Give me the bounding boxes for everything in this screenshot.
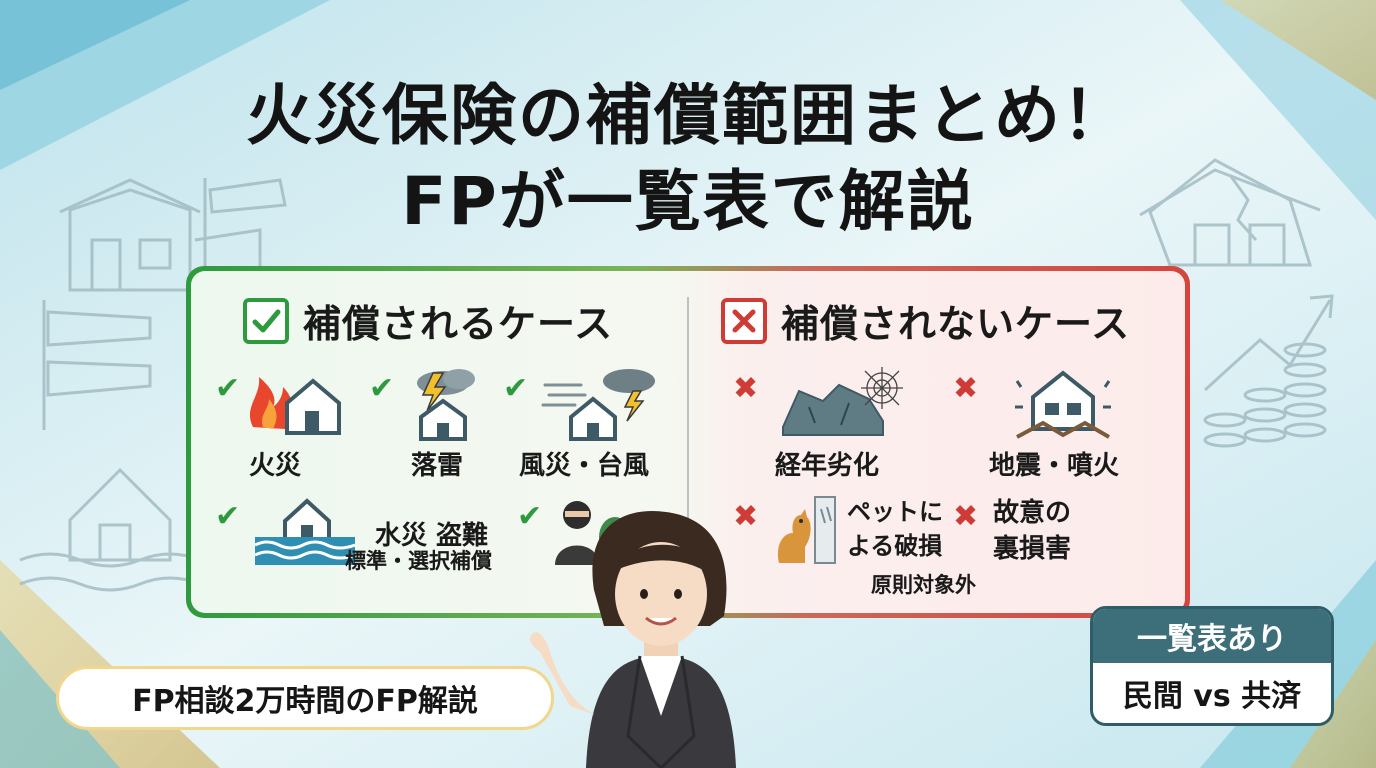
flood-house-icon bbox=[255, 498, 355, 565]
column-divider bbox=[687, 297, 689, 567]
not-covered-item-label: ペットに よる破損 bbox=[847, 498, 943, 560]
covered-heading-label: 補償されるケース bbox=[303, 302, 614, 346]
covered-footer: 標準・選択補償 bbox=[345, 549, 492, 573]
covered-item-fire: ✔ 火災 bbox=[215, 367, 355, 481]
covered-heading: 補償されるケース bbox=[243, 293, 613, 348]
not-covered-footer: 原則対象外 bbox=[871, 573, 976, 597]
page-title-line1: 火災保険の補償範囲まとめ！ bbox=[246, 77, 1130, 154]
check-icon: ✔ bbox=[503, 371, 529, 406]
badge-body: 民間 vs 共済 bbox=[1122, 679, 1302, 714]
covered-item-label: 水災 盗難 bbox=[375, 521, 489, 551]
check-icon: ✔ bbox=[517, 499, 543, 534]
covered-item-label: 火災 bbox=[249, 451, 302, 481]
covered-item-label: 風災・台風 bbox=[519, 451, 650, 481]
check-icon: ✔ bbox=[369, 371, 395, 406]
presenter-illustration bbox=[529, 510, 736, 768]
covered-item-wind-typhoon: ✔ 風災・台風 bbox=[503, 363, 673, 481]
not-covered-item-earthquake: ✖ 地震・噴火 bbox=[953, 367, 1153, 481]
not-covered-item-label: 経年劣化 bbox=[775, 451, 880, 481]
not-covered-item-intentional: ✖ 故意の 裏損害 bbox=[953, 493, 1153, 569]
lightning-house-icon bbox=[417, 369, 475, 441]
page-title-line2: FPが一覧表で解説 bbox=[401, 163, 975, 240]
cross-icon: ✖ bbox=[953, 499, 979, 534]
check-icon: ✔ bbox=[215, 371, 241, 406]
not-covered-item-pet-damage: ✖ ペットに よる破損 bbox=[733, 493, 953, 569]
not-covered-item-deterioration: ✖ 経年劣化 bbox=[733, 367, 933, 481]
cross-icon: ✖ bbox=[953, 371, 979, 406]
comparison-badge: 一覧表あり 民間 vs 共済 bbox=[1090, 606, 1334, 726]
badge-header: 一覧表あり bbox=[1093, 609, 1331, 663]
covered-item-lightning: ✔ 落雷 bbox=[369, 363, 489, 481]
not-covered-item-label: 故意の 裏損害 bbox=[993, 498, 1072, 564]
check-icon: ✔ bbox=[215, 499, 241, 534]
decay-cobweb-icon bbox=[782, 367, 903, 436]
earthquake-house-icon bbox=[1015, 370, 1111, 439]
not-covered-heading: 補償されないケース bbox=[721, 293, 1130, 348]
storm-house-icon bbox=[541, 369, 655, 441]
checkbox-checked-icon bbox=[243, 297, 289, 344]
covered-item-label: 落雷 bbox=[411, 451, 464, 481]
cross-icon: ✖ bbox=[733, 371, 759, 406]
cross-icon: ✖ bbox=[733, 499, 759, 534]
not-covered-heading-label: 補償されないケース bbox=[781, 302, 1131, 346]
not-covered-item-label: 地震・噴火 bbox=[989, 451, 1120, 481]
house-fire-icon bbox=[249, 377, 341, 435]
checkbox-cross-icon bbox=[721, 297, 767, 344]
fp-consultation-pill: FP相談2万時間のFP解説 bbox=[56, 666, 554, 730]
cat-scratch-icon bbox=[777, 496, 836, 564]
